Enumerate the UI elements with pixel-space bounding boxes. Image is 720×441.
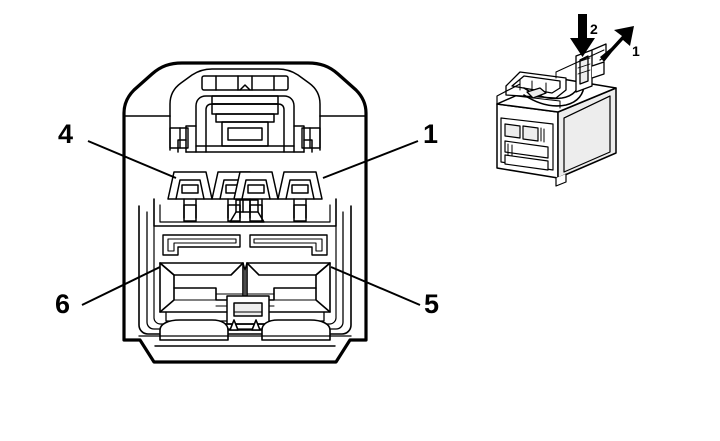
bottom-skirt <box>138 319 352 341</box>
callout-label-5: 5 <box>424 289 440 319</box>
iso-top-rail-right <box>555 49 605 79</box>
iso-top-rail-left <box>496 83 521 105</box>
lever-leg-left-a <box>185 125 197 153</box>
arrow-2-down <box>570 14 595 57</box>
front-view-group <box>122 61 368 364</box>
leader-line-5 <box>330 266 421 306</box>
iso-lever-arm-2 <box>523 83 585 107</box>
locking-tab-3-post <box>249 204 263 222</box>
iso-front-windows <box>500 117 554 171</box>
upper-slot-left <box>162 234 241 256</box>
lever-leg-right-a <box>293 125 305 153</box>
lever-boss-inner <box>227 127 263 141</box>
locking-tab-4-post <box>293 204 307 222</box>
locking-tab-2-post <box>227 204 241 222</box>
iso-right-panel <box>563 95 611 173</box>
callout-label-4: 4 <box>58 119 74 149</box>
bottom-wedge-left <box>229 319 239 331</box>
arrow-label-2: 2 <box>590 21 598 37</box>
iso-lever-ribs <box>519 79 547 94</box>
locking-tab-1-slot <box>181 184 199 194</box>
arrow-1-up-right <box>600 26 634 62</box>
cavity-frame-mid <box>146 211 344 330</box>
lever-top-rail-ribs <box>215 75 275 91</box>
iso-window-c <box>504 140 549 159</box>
shoulder-boss-right <box>301 127 321 149</box>
locking-tab-1 <box>167 171 213 222</box>
iso-window-d <box>504 154 549 171</box>
upper-slot-right-inner <box>253 238 323 252</box>
iso-right-panel-edge <box>563 95 611 119</box>
retainer-bar-outline <box>153 198 337 227</box>
center-keeper-skirt <box>229 211 265 223</box>
iso-window-ribs <box>507 143 513 157</box>
callout-label-6: 6 <box>55 289 71 319</box>
center-keeper-outline <box>235 199 259 213</box>
arrow-2-head <box>570 38 595 57</box>
iso-latch-upright-inner <box>579 55 589 85</box>
iso-window-b <box>522 125 539 142</box>
shoulder-bosses <box>169 127 321 149</box>
locking-tab-row <box>167 171 323 223</box>
iso-window-a <box>504 123 521 139</box>
bottom-wedge-right <box>251 319 261 331</box>
lever-top-rail <box>201 75 289 91</box>
iso-window-ribs-2 <box>540 127 545 143</box>
lever-top-notch <box>239 84 251 91</box>
bottom-pad-left <box>159 319 229 341</box>
locking-tab-1-post <box>183 204 197 222</box>
arrow-2-shaft <box>578 14 587 40</box>
locking-tab-3 <box>233 171 279 222</box>
iso-arrow-group <box>570 14 634 62</box>
lock-lever-assembly <box>177 75 313 153</box>
iso-latch-tab <box>591 61 605 79</box>
polarizing-key-window <box>233 302 263 317</box>
locking-tab-4 <box>277 171 323 222</box>
cavity-center-divider-right <box>244 262 248 271</box>
locking-tab-3-slot <box>247 184 265 194</box>
terminal-cavity-pair <box>159 262 331 322</box>
center-keeper-block <box>229 199 265 223</box>
leader-line-4 <box>87 140 177 179</box>
callout-leader-lines <box>81 140 421 306</box>
arrow-label-1: 1 <box>632 43 640 59</box>
iso-view-group <box>496 43 617 187</box>
callout-label-1: 1 <box>423 119 439 149</box>
upper-slot-pair <box>162 234 328 256</box>
iso-lever-block <box>526 87 547 99</box>
cavity-frame-outer <box>138 205 352 335</box>
iso-bottom-tab <box>555 173 567 187</box>
iso-top-rail-inner <box>515 95 561 109</box>
locking-tab-4-inner <box>285 179 315 200</box>
shoulder-boss-left <box>169 127 189 149</box>
locking-tab-4-slot <box>291 184 309 194</box>
arrow-1-body <box>600 26 634 62</box>
hood-inner-curve <box>169 68 321 117</box>
leader-line-6 <box>81 266 161 306</box>
locking-tab-3-inner <box>241 179 271 200</box>
locking-tab-1-inner <box>175 179 205 200</box>
center-keeper-ribs <box>242 199 251 213</box>
iso-top-rail <box>496 49 605 109</box>
upper-slot-left-inner <box>167 238 237 252</box>
upper-slot-right <box>249 234 328 256</box>
bottom-pad-right <box>261 319 331 341</box>
leader-line-1 <box>322 140 419 179</box>
